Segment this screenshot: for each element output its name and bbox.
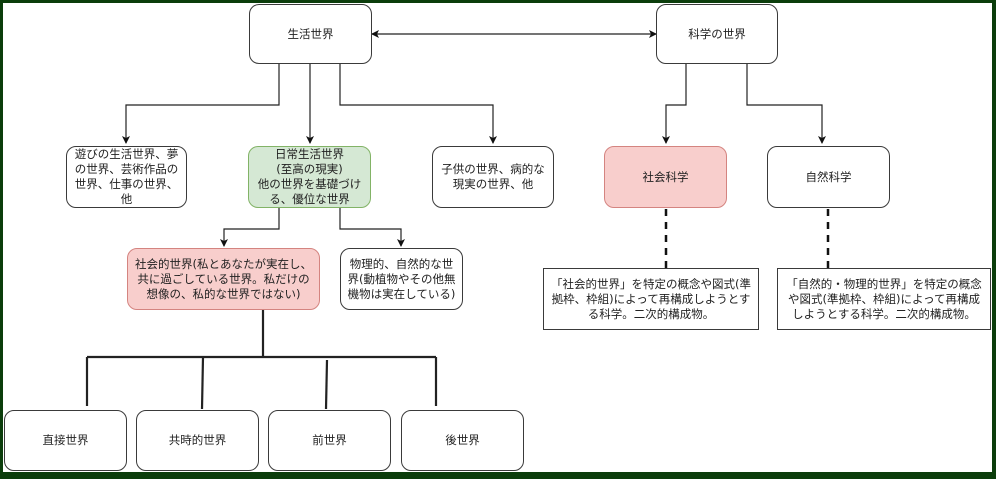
node-lifeworld[interactable]: 生活世界 bbox=[249, 4, 372, 64]
node-natural-science-note[interactable]: 「自然的・物理的世界」を特定の概念 や図式(準拠枠、枠組)によって再構成 しよう… bbox=[777, 268, 991, 330]
node-science-world-label: 科学の世界 bbox=[688, 26, 746, 41]
node-child-world-label: 子供の世界、病的な 現実の世界、他 bbox=[441, 162, 545, 191]
node-physical-world[interactable]: 物理的、自然的な世 界(動植物やその他無 機物は実在している) bbox=[340, 248, 463, 310]
node-physical-world-label: 物理的、自然的な世 界(動植物やその他無 機物は実在している) bbox=[347, 256, 456, 301]
node-successor-world[interactable]: 後世界 bbox=[401, 410, 524, 471]
node-social-science-note[interactable]: 「社会的世界」を特定の概念や図式(準 拠枠、枠組)によって再構成しようとす る科… bbox=[543, 268, 759, 330]
node-natural-science-note-label: 「自然的・物理的世界」を特定の概念 や図式(準拠枠、枠組)によって再構成 しよう… bbox=[786, 276, 982, 321]
node-contemporary-world[interactable]: 共時的世界 bbox=[136, 410, 259, 471]
node-science-world[interactable]: 科学の世界 bbox=[656, 4, 778, 64]
node-natural-science-label: 自然科学 bbox=[805, 169, 852, 184]
node-predecessor-world-label: 前世界 bbox=[312, 433, 347, 447]
node-direct-world[interactable]: 直接世界 bbox=[4, 410, 127, 471]
node-direct-world-label: 直接世界 bbox=[42, 433, 89, 447]
diagram-canvas bbox=[3, 3, 992, 472]
node-play-world-label: 遊びの生活世界、夢 の世界、芸術作品の 世界、仕事の世界、 他 bbox=[74, 147, 179, 206]
node-social-science-label: 社会科学 bbox=[642, 169, 689, 184]
node-social-science-note-label: 「社会的世界」を特定の概念や図式(準 拠枠、枠組)によって再構成しようとす る科… bbox=[551, 276, 751, 321]
node-social-world-label: 社会的世界(私とあなたが実在し、 共に過ごしている世界。私だけの 想像の、私的な… bbox=[135, 256, 312, 301]
node-contemporary-world-label: 共時的世界 bbox=[168, 433, 227, 447]
node-successor-world-label: 後世界 bbox=[445, 433, 480, 447]
node-predecessor-world[interactable]: 前世界 bbox=[268, 410, 391, 471]
node-natural-science[interactable]: 自然科学 bbox=[767, 146, 890, 208]
node-social-science[interactable]: 社会科学 bbox=[604, 146, 727, 208]
node-play-world[interactable]: 遊びの生活世界、夢 の世界、芸術作品の 世界、仕事の世界、 他 bbox=[66, 146, 187, 208]
node-social-world[interactable]: 社会的世界(私とあなたが実在し、 共に過ごしている世界。私だけの 想像の、私的な… bbox=[127, 248, 320, 310]
node-everyday-world[interactable]: 日常生活世界 (至高の現実) 他の世界を基礎づけ る、優位な世界 bbox=[248, 146, 371, 208]
node-everyday-world-label: 日常生活世界 (至高の現実) 他の世界を基礎づけ る、優位な世界 bbox=[257, 147, 362, 206]
node-child-world[interactable]: 子供の世界、病的な 現実の世界、他 bbox=[432, 146, 554, 208]
node-lifeworld-label: 生活世界 bbox=[287, 26, 334, 41]
